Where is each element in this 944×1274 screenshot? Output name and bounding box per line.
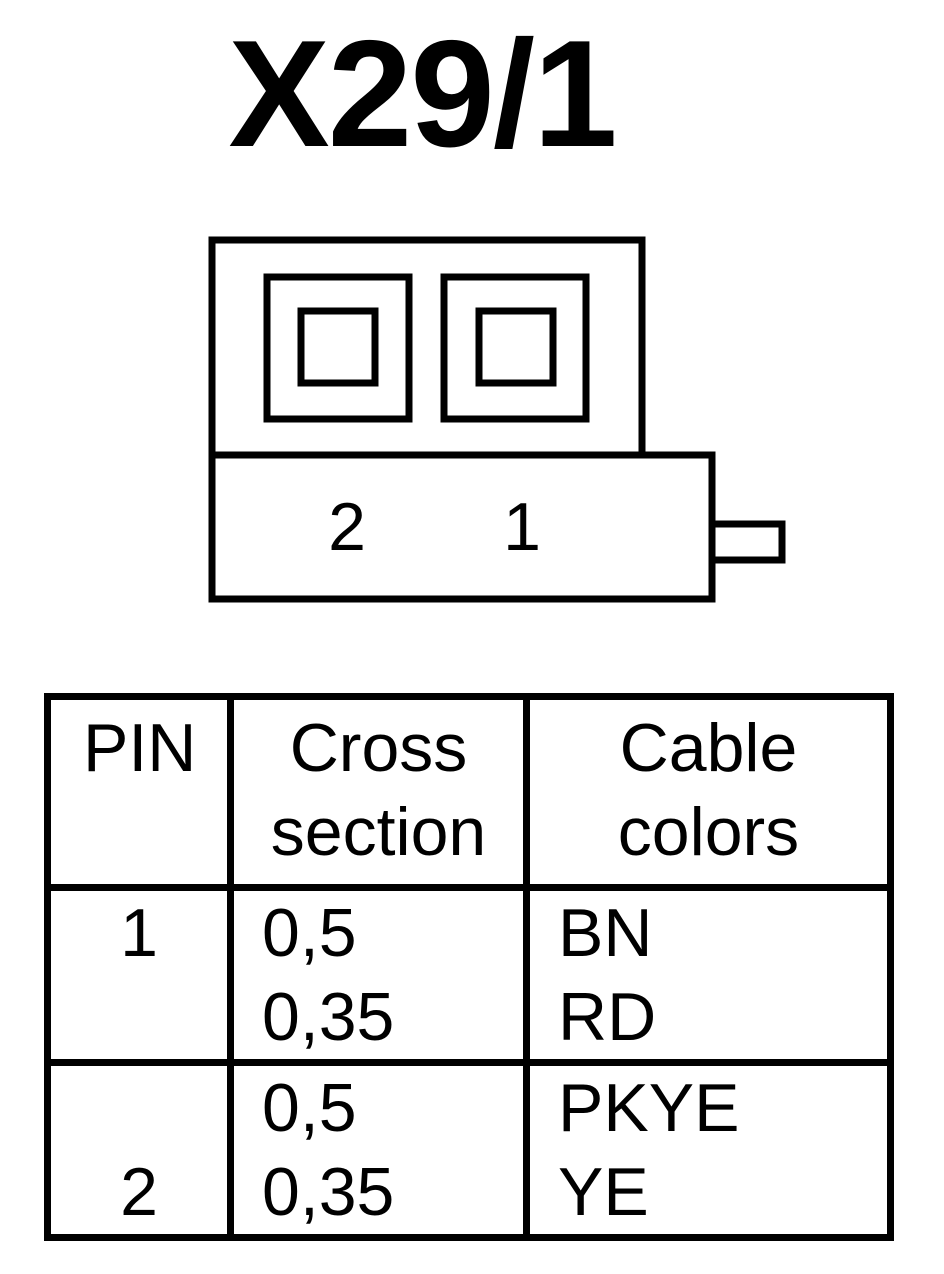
pin-1-contact — [475, 307, 557, 387]
cross-section-cell: 0,5 0,35 — [227, 884, 530, 1066]
pin-table: PIN Cross section Cable colors 1 0,5 0,3… — [44, 693, 894, 1241]
connector-title: X29/1 — [228, 9, 617, 179]
table-row: 1 0,5 0,35 BN RD — [44, 884, 894, 1066]
cable-color-cell: BN RD — [523, 884, 894, 1066]
pin-2-contact — [297, 307, 379, 387]
header-cross-section: Cross section — [227, 693, 530, 891]
pin-1-socket — [440, 273, 590, 423]
cross-section-cell: 0,5 0,35 — [227, 1059, 530, 1241]
connector-housing — [208, 236, 646, 459]
latch-tab — [708, 520, 786, 564]
header-cable-colors: Cable colors — [523, 693, 894, 891]
table-row: 2 0,5 0,35 PKYE YE — [44, 1059, 894, 1241]
header-pin: PIN — [44, 693, 234, 891]
pin-label-1: 1 — [503, 489, 541, 565]
cable-color-cell: PKYE YE — [523, 1059, 894, 1241]
pin-cell: 1 — [44, 884, 234, 1066]
pin-label-2: 2 — [328, 489, 366, 565]
connector-body — [208, 451, 716, 603]
table-header-row: PIN Cross section Cable colors — [44, 693, 894, 891]
connector-diagram: 2 1 — [208, 236, 786, 603]
pin-2-socket — [263, 273, 413, 423]
pin-cell: 2 — [44, 1059, 234, 1241]
